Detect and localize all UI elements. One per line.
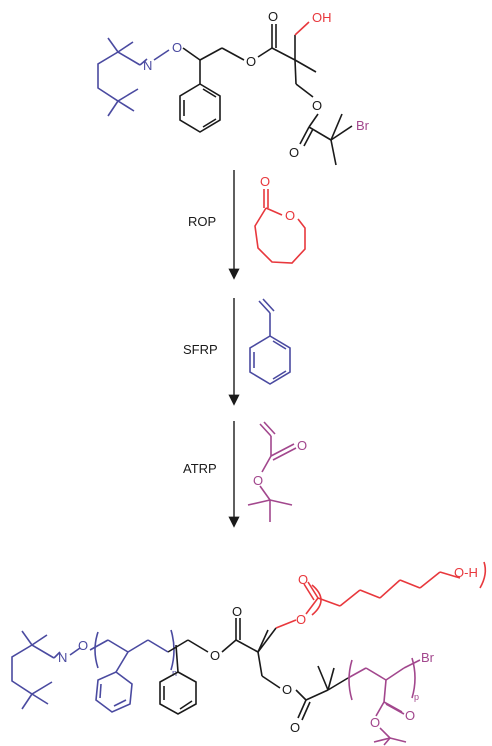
product-n-atom: N xyxy=(58,650,67,665)
initiator-oh-group: OH xyxy=(312,10,332,25)
product-o-pcl-carbonyl-atom: O xyxy=(298,572,308,587)
initiator-br-atom: Br xyxy=(356,118,370,133)
product-o-pcl-atom: O xyxy=(296,612,306,627)
caprolactone-o-ring: O xyxy=(285,208,295,223)
initiator-backbone xyxy=(182,24,353,166)
product-o-tbu-carbonyl-atom: O xyxy=(405,708,415,723)
ptba-block xyxy=(347,657,421,746)
product-o-ester1-atom: O xyxy=(210,648,220,663)
product-molecule: N O n xyxy=(11,561,487,746)
initiator-o-ether-atom: O xyxy=(172,40,182,55)
product-o-carbonyl2-atom: O xyxy=(290,720,300,735)
initiator-ch2oh xyxy=(294,21,310,36)
initiator-molecule: N O xyxy=(97,9,370,166)
product-o-carbonyl1-atom: O xyxy=(232,604,242,619)
product-br-atom: Br xyxy=(421,650,435,665)
initiator-o-carbonyl2-atom: O xyxy=(289,145,299,160)
product-o-ether-atom: O xyxy=(78,638,88,653)
product-subscript-p: p xyxy=(414,692,419,702)
initiator-o-ester2-atom: O xyxy=(312,98,322,113)
acrylate-o-ester: O xyxy=(253,473,263,488)
styrene-molecule xyxy=(249,298,291,385)
initiator-o-ester1-atom: O xyxy=(246,54,256,69)
acrylate-molecule xyxy=(247,421,297,522)
step-label-sfrp: SFRP xyxy=(183,342,218,357)
product-o-tbu-atom: O xyxy=(370,715,380,730)
product-tempo-ring xyxy=(11,630,81,710)
caprolactone-molecule xyxy=(254,189,306,264)
caprolactone-o-carbonyl: O xyxy=(260,174,270,189)
step-label-atrp: ATRP xyxy=(183,461,217,476)
acrylate-o-carbonyl: O xyxy=(297,438,307,453)
step-label-rop: ROP xyxy=(188,214,216,229)
tempo-ring xyxy=(97,37,170,117)
product-oh-group: O-H xyxy=(454,565,478,580)
polystyrene-block xyxy=(89,629,175,713)
initiator-phenyl-ring xyxy=(179,83,221,133)
product-subscript-n: n xyxy=(172,668,177,678)
initiator-o-carbonyl1-atom: O xyxy=(268,9,278,24)
product-backbone xyxy=(159,618,349,721)
initiator-n-atom: N xyxy=(143,58,152,73)
pcl-arm xyxy=(275,561,487,629)
product-o-ester2-atom: O xyxy=(282,682,292,697)
